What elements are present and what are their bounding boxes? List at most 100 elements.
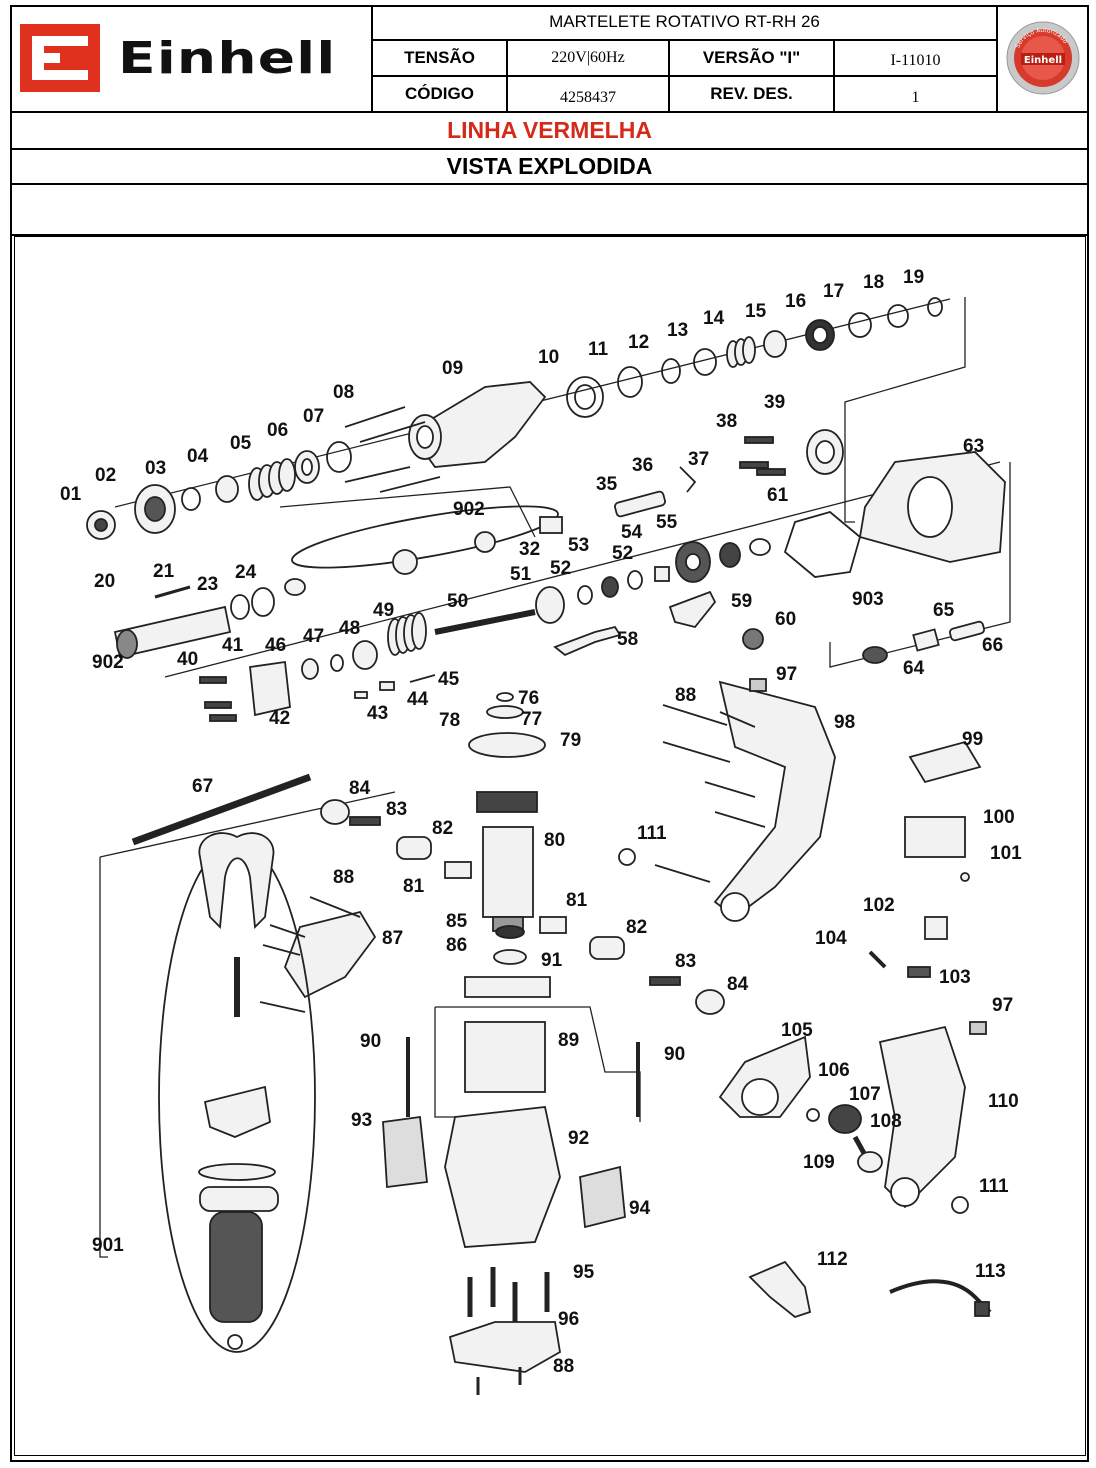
callout-84a: 84 <box>349 778 371 799</box>
part-83b <box>649 976 681 986</box>
part-24 <box>251 587 275 617</box>
callout-52a: 52 <box>550 558 571 579</box>
part-110 <box>878 1025 966 1209</box>
callout-08: 08 <box>333 382 354 403</box>
part-47 <box>330 654 344 672</box>
callout-88c: 88 <box>553 1356 574 1377</box>
part-65 <box>912 628 940 652</box>
part-38 <box>739 436 786 476</box>
part-76 <box>496 692 514 702</box>
callout-41: 41 <box>222 635 244 656</box>
callout-108: 108 <box>870 1111 902 1132</box>
part-54 <box>654 566 670 582</box>
part-86 <box>493 949 527 965</box>
part-66 <box>949 620 985 642</box>
part-80 <box>482 826 534 918</box>
callout-101: 101 <box>990 843 1022 864</box>
part-14 <box>726 336 756 368</box>
codigo-label: CÓDIGO <box>373 77 508 111</box>
part-82a <box>396 836 432 860</box>
part-64 <box>862 646 888 664</box>
callout-83b: 83 <box>675 951 696 972</box>
callout-06: 06 <box>267 420 288 441</box>
parts <box>86 297 1006 1395</box>
empty-band <box>10 185 1089 236</box>
callout-55: 55 <box>656 512 678 533</box>
part-09 <box>408 381 547 468</box>
part-94 <box>579 1165 626 1229</box>
callout-113: 113 <box>975 1261 1006 1282</box>
part-45 <box>409 674 436 683</box>
callout-91: 91 <box>541 950 563 971</box>
callout-10: 10 <box>538 347 559 368</box>
callout-18: 18 <box>863 272 884 293</box>
callout-90b: 90 <box>664 1044 685 1065</box>
part-97b <box>969 1021 987 1035</box>
part-60 <box>742 628 764 650</box>
callout-14: 14 <box>703 308 725 329</box>
callout-902b: 902 <box>92 652 124 673</box>
part-43 <box>354 691 368 699</box>
callout-61: 61 <box>767 485 789 506</box>
part-08-screws <box>344 406 441 493</box>
callout-90a: 90 <box>360 1031 381 1052</box>
part-112 <box>748 1260 812 1319</box>
callout-84b: 84 <box>727 974 749 995</box>
callout-17: 17 <box>823 281 844 302</box>
part-82b <box>589 936 625 960</box>
callout-83a: 83 <box>386 799 407 820</box>
callout-52b: 52 <box>612 543 633 564</box>
header-table: Einhell MARTELETE ROTATIVO RT-RH 26 TENS… <box>10 5 1089 113</box>
part-19 <box>927 297 943 317</box>
rev-value: 1 <box>835 77 998 111</box>
callout-09: 09 <box>442 358 463 379</box>
product-title: MARTELETE ROTATIVO RT-RH 26 <box>373 5 998 41</box>
callout-42: 42 <box>269 708 290 729</box>
part-85 <box>495 925 525 939</box>
part-901-washer <box>198 1163 276 1181</box>
callout-49: 49 <box>373 600 394 621</box>
view-band: VISTA EXPLODIDA <box>10 150 1089 185</box>
callout-38: 38 <box>716 411 737 432</box>
callout-93: 93 <box>351 1110 372 1131</box>
callout-39: 39 <box>764 392 785 413</box>
callout-47: 47 <box>303 626 324 647</box>
callout-58: 58 <box>617 629 638 650</box>
callout-82b: 82 <box>626 917 647 938</box>
part-91 <box>464 976 551 998</box>
callout-82a: 82 <box>432 818 453 839</box>
callout-102: 102 <box>863 895 895 916</box>
callout-01: 01 <box>60 484 82 505</box>
part-84a <box>320 799 350 825</box>
callout-95: 95 <box>573 1262 595 1283</box>
part-108 <box>852 1135 868 1157</box>
callout-98: 98 <box>834 712 855 733</box>
callout-21: 21 <box>153 561 175 582</box>
callout-77: 77 <box>521 709 542 730</box>
part-102 <box>924 916 948 940</box>
part-59 <box>668 590 717 629</box>
part-05 <box>248 458 296 501</box>
callout-16: 16 <box>785 291 806 312</box>
callout-07: 07 <box>303 406 324 427</box>
part-32-block <box>539 516 563 534</box>
callout-80: 80 <box>544 830 565 851</box>
callout-901: 901 <box>92 1235 124 1256</box>
callout-903: 903 <box>852 589 884 610</box>
part-67 <box>131 773 312 846</box>
part-17 <box>848 312 872 338</box>
part-901-nut <box>227 1334 243 1350</box>
callout-05: 05 <box>230 433 252 454</box>
part-07 <box>326 441 352 473</box>
part-81b <box>539 916 567 934</box>
callout-100: 100 <box>983 807 1015 828</box>
part-52b <box>627 570 643 590</box>
piston-part-3 <box>474 531 496 553</box>
part-11 <box>617 366 643 398</box>
callout-48: 48 <box>339 618 360 639</box>
callout-03: 03 <box>145 458 166 479</box>
part-901-mount <box>203 1085 271 1138</box>
codigo-value: 4258437 <box>508 77 670 111</box>
part-36-37 <box>679 466 697 493</box>
part-41-42 <box>249 660 291 717</box>
